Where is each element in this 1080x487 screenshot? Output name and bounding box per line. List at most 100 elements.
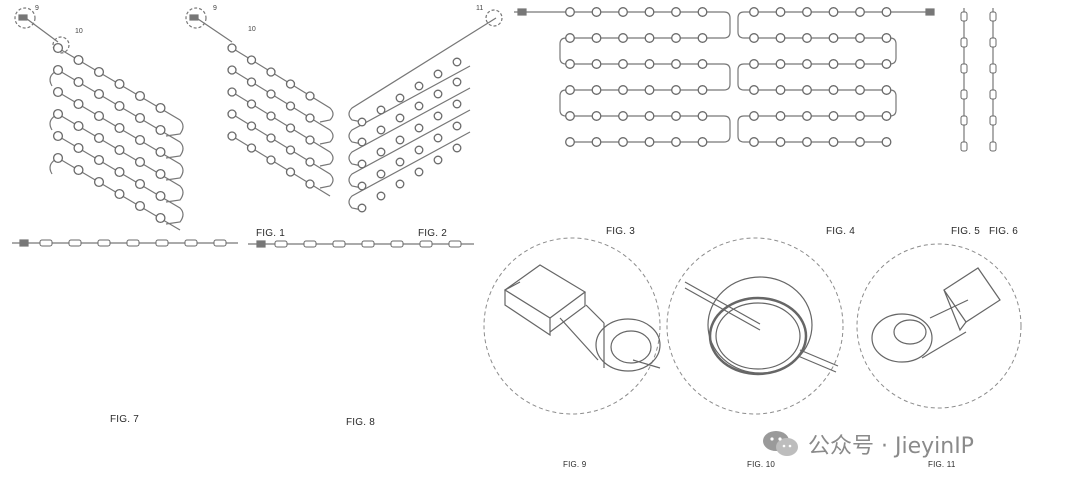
ref-numeral-10: 10 <box>75 28 83 35</box>
led-bulb <box>114 166 125 178</box>
led-bulb <box>395 93 405 103</box>
led-bulb <box>855 85 865 95</box>
led-bulb <box>697 85 708 95</box>
watermark: 公众号 · JieyinIP <box>762 428 974 460</box>
led-bulb <box>285 123 296 133</box>
led-bulb <box>114 100 125 112</box>
detail-views <box>483 237 1022 415</box>
led-bulb <box>134 112 146 124</box>
led-bulb <box>802 33 812 43</box>
led-bulb <box>93 66 105 78</box>
led-bulb <box>376 105 386 115</box>
ref-numeral-10-fig2: 10 <box>248 26 256 33</box>
led-bulb <box>591 7 602 17</box>
led-bulb-side <box>960 37 968 48</box>
led-bulb <box>828 7 839 17</box>
led-bulb <box>285 101 296 111</box>
led-bulb-side <box>448 240 462 248</box>
led-bulb <box>749 59 759 69</box>
led-bulb <box>565 85 575 95</box>
fig1-label: FIG. 1 <box>256 228 285 239</box>
fig10-label: FIG. 10 <box>747 460 776 469</box>
led-bulb <box>855 111 865 121</box>
led-bulb <box>246 121 257 131</box>
led-bulb <box>376 191 386 201</box>
led-bulb <box>749 137 759 147</box>
led-bulb <box>618 137 628 147</box>
led-bulb <box>855 137 865 147</box>
led-bulb <box>134 178 146 190</box>
led-bulb <box>775 59 786 69</box>
led-bulb-side <box>97 239 111 247</box>
led-bulb <box>227 109 237 119</box>
led-bulb <box>697 59 708 69</box>
led-bulb <box>227 65 237 75</box>
led-bulb-side <box>960 11 968 22</box>
led-bulb <box>644 7 655 17</box>
led-bulb <box>749 7 759 17</box>
led-bulb <box>305 179 315 189</box>
led-bulb <box>134 200 146 212</box>
led-bulb <box>591 85 602 95</box>
led-bulb-side <box>960 89 968 100</box>
ref-numeral-9: 9 <box>35 5 39 12</box>
fig11-label: FIG. 11 <box>928 460 956 469</box>
led-bulb-side <box>155 239 169 247</box>
led-bulb <box>414 145 424 155</box>
led-bulb <box>802 59 812 69</box>
led-bulb <box>618 7 628 17</box>
led-bulb <box>828 111 839 121</box>
led-bulb-side <box>126 239 140 247</box>
led-bulb <box>855 59 865 69</box>
led-bulb <box>775 85 786 95</box>
led-bulb <box>305 113 315 123</box>
led-bulb <box>802 137 812 147</box>
led-bulb <box>285 145 296 155</box>
led-bulb <box>749 85 759 95</box>
led-bulb <box>73 98 84 110</box>
led-bulb <box>155 212 166 224</box>
led-bulb <box>775 137 786 147</box>
led-bulb <box>52 42 64 54</box>
led-bulb-side <box>68 239 82 247</box>
led-bulb <box>433 111 443 121</box>
led-bulb <box>565 59 575 69</box>
led-bulb <box>618 111 628 121</box>
led-bulb <box>618 85 628 95</box>
led-bulb <box>697 111 708 121</box>
fig6-label: FIG. 6 <box>989 226 1018 237</box>
led-bulb <box>114 122 125 134</box>
led-bulb <box>52 130 64 142</box>
led-bulb-side <box>184 239 198 247</box>
led-bulb <box>266 155 276 165</box>
led-bulb <box>591 111 602 121</box>
led-bulb <box>134 90 146 102</box>
ref-numeral-11: 11 <box>476 5 484 12</box>
wechat-icon <box>763 431 798 456</box>
led-bulb <box>565 137 575 147</box>
led-bulb <box>357 159 367 169</box>
led-bulb <box>881 137 892 147</box>
led-bulb-side <box>989 115 997 126</box>
led-bulb <box>828 59 839 69</box>
led-bulb <box>266 133 276 143</box>
led-bulb-side <box>419 240 433 248</box>
led-bulb <box>266 89 276 99</box>
led-bulb <box>644 111 655 121</box>
led-bulb <box>802 7 812 17</box>
led-bulb <box>114 144 125 156</box>
led-bulb <box>266 111 276 121</box>
led-bulb <box>376 125 386 135</box>
led-bulb-side <box>361 240 375 248</box>
led-bulb <box>881 33 892 43</box>
led-bulb <box>749 111 759 121</box>
led-bulb-side <box>960 63 968 74</box>
led-bulb-side <box>989 89 997 100</box>
led-bulb <box>227 87 237 97</box>
led-bulb-side <box>213 239 227 247</box>
led-bulb <box>155 146 166 158</box>
led-bulb <box>414 167 424 177</box>
led-bulb <box>644 33 655 43</box>
led-bulb <box>376 169 386 179</box>
led-bulb <box>93 176 105 188</box>
